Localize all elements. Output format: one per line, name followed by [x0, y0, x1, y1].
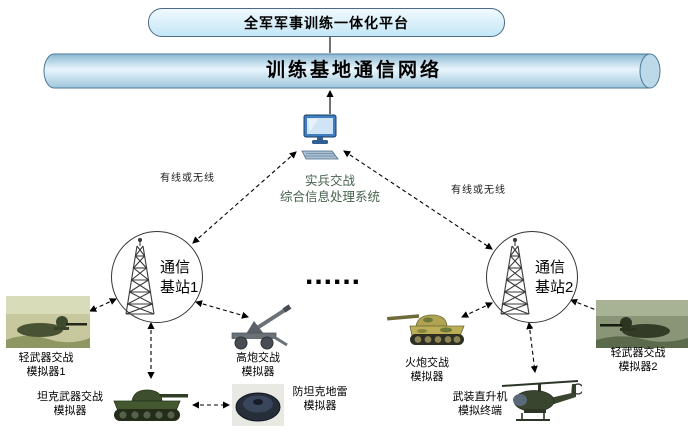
station-label-line: 基站2	[535, 279, 574, 296]
link-label-right: 有线或无线	[451, 185, 506, 196]
terminal-label-light-weapon-2: 轻武器交战 模拟器2	[592, 347, 684, 374]
label-line: 火炮交战	[405, 357, 449, 369]
station-label-line: 通信	[160, 259, 191, 276]
processor-label-line2: 综合信息处理系统	[279, 190, 380, 204]
base-station-1-label: 通信 基站1	[160, 258, 198, 298]
artillery-icon	[387, 314, 465, 345]
desktop-computer-icon	[301, 114, 339, 160]
label-line: 模拟器	[53, 404, 87, 417]
soldier-photo-icon	[596, 300, 688, 348]
terminal-label-light-weapon-1: 轻武器交战 模拟器1	[0, 352, 92, 379]
terminal-label-mine: 防坦克地雷 模拟器	[276, 386, 364, 413]
label-line: 坦克武器交战	[37, 391, 103, 403]
network-cylinder	[43, 53, 661, 89]
label-line: 模拟器2	[618, 360, 658, 373]
aa-gun-icon	[231, 304, 292, 350]
terminal-label-artillery: 火炮交战 模拟器	[381, 357, 473, 384]
antenna-tower-icon	[500, 238, 530, 315]
label-line: 武装直升机	[452, 391, 508, 403]
label-line: 模拟器1	[26, 365, 66, 378]
label-line: 模拟器	[303, 399, 337, 412]
label-line: 高炮交战	[236, 352, 280, 364]
network-label: 训练基地通信网络	[265, 60, 442, 81]
label-line: 模拟器	[241, 365, 275, 378]
label-line: 模拟终端	[458, 404, 502, 417]
platform-label: 全军军事训练一体化平台	[244, 14, 409, 31]
helicopter-icon	[501, 380, 582, 421]
edge-station2-helicopter	[526, 321, 538, 374]
station-label-line: 通信	[535, 259, 566, 276]
terminal-label-aa-gun: 高炮交战 模拟器	[212, 352, 304, 379]
antenna-tower-icon	[125, 238, 155, 315]
soldier-photo-icon	[6, 296, 90, 348]
base-station-1: 通信 基站1	[111, 231, 203, 323]
base-station-2-label: 通信 基站2	[535, 258, 573, 298]
label-line: 轻武器交战	[610, 347, 666, 359]
tank-icon	[113, 389, 188, 421]
label-line: 模拟器	[410, 370, 444, 383]
platform-box: 全军军事训练一体化平台	[148, 8, 505, 37]
label-line: 防坦克地雷	[292, 386, 348, 398]
mine-icon	[232, 384, 284, 426]
more-stations-ellipsis: ......	[304, 258, 361, 291]
processor-label-line1: 实兵交战	[304, 174, 355, 188]
base-station-2: 通信 基站2	[486, 231, 578, 323]
label-line: 轻武器交战	[18, 352, 74, 364]
processor-label: 实兵交战 综合信息处理系统	[258, 173, 402, 205]
terminal-label-tank: 坦克武器交战 模拟器	[24, 391, 116, 418]
station-label-line: 基站1	[160, 279, 199, 296]
link-label-left: 有线或无线	[160, 173, 215, 184]
edge-station1-soldier1	[89, 298, 117, 312]
terminal-label-helicopter: 武装直升机 模拟终端	[434, 391, 526, 418]
